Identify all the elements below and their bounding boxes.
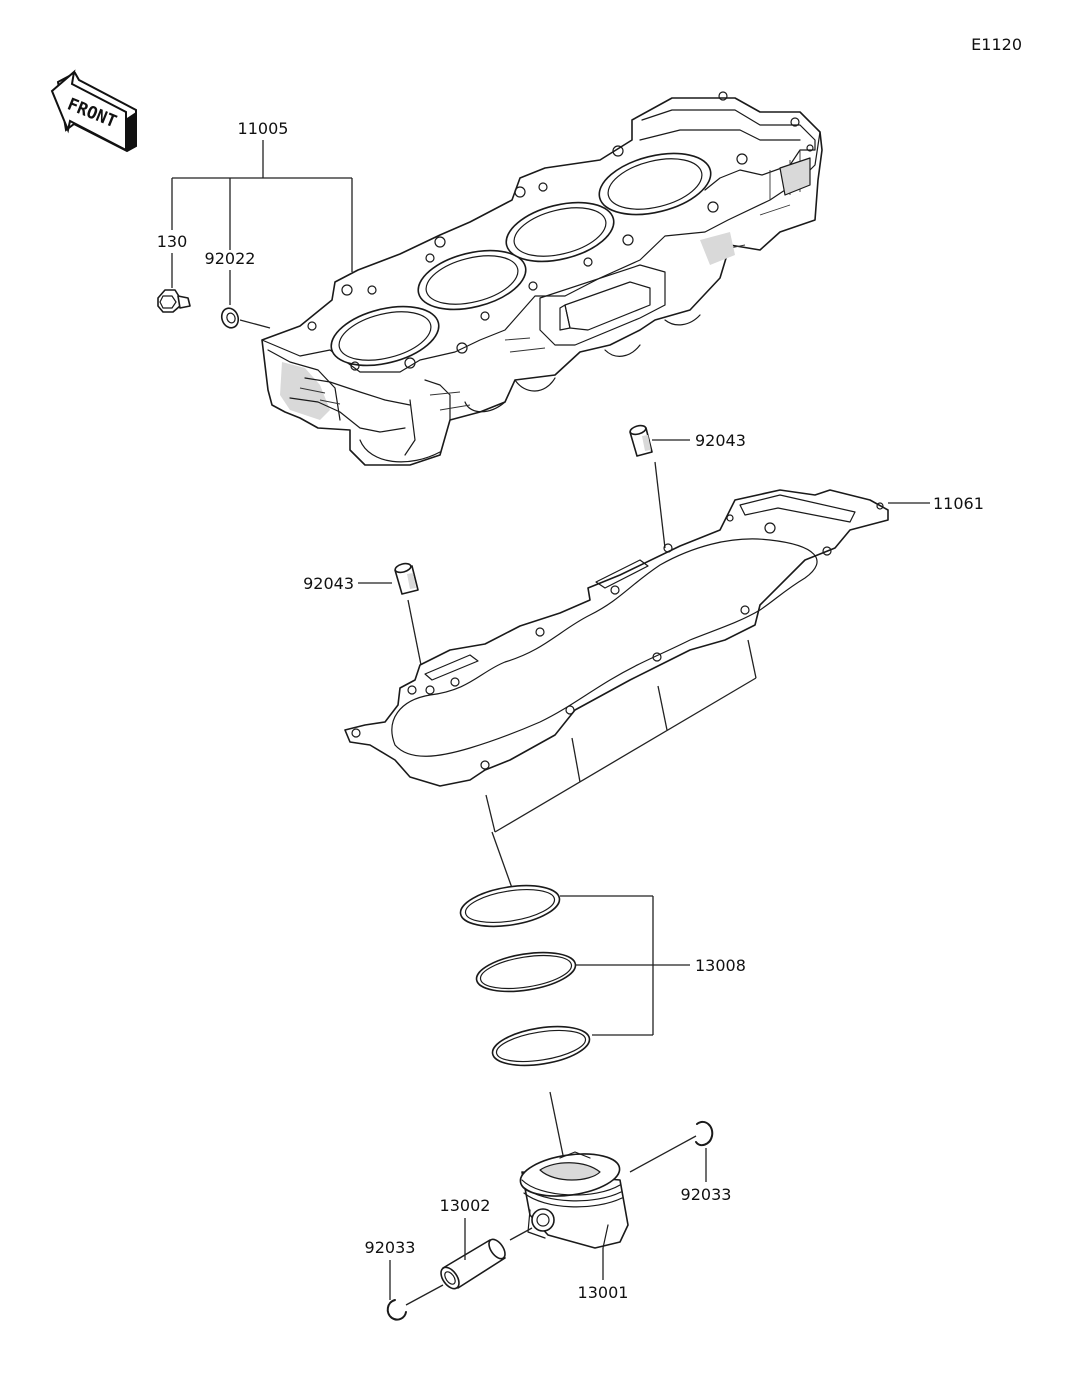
cylinder-bolt-holes: [307, 91, 814, 371]
label-rings: 13008: [695, 956, 746, 975]
cylinder-head-gasket[interactable]: [344, 489, 889, 787]
label-bolt: 130: [157, 232, 188, 251]
leader-bores-to-piston: [485, 639, 757, 889]
label-clip-right: 92033: [681, 1185, 732, 1204]
front-arrow-icon: FRONT: [50, 69, 137, 153]
washer-92022[interactable]: [219, 306, 241, 330]
piston-pin[interactable]: [437, 1237, 508, 1292]
leader-clip-right-to-piston: [629, 1135, 697, 1173]
leader-11005: [171, 140, 353, 272]
label-cylinder: 11005: [238, 119, 289, 138]
dowel-pin-left[interactable]: [394, 562, 419, 595]
leader-washer-to-cylinder: [239, 319, 271, 329]
circlip-left[interactable]: [386, 1299, 407, 1321]
label-washer: 92022: [205, 249, 256, 268]
piston-rings[interactable]: [458, 879, 593, 1071]
leader-rings-to-piston: [549, 1091, 566, 1166]
label-piston: 13001: [578, 1283, 629, 1302]
leader-clip-left-to-pin: [405, 1284, 444, 1306]
label-clip-left: 92033: [365, 1238, 416, 1257]
dowel-pin-top[interactable]: [629, 424, 653, 457]
cylinder-bores: [330, 152, 712, 367]
cylinder-block[interactable]: [261, 91, 823, 466]
bolt-130[interactable]: [157, 289, 191, 313]
label-dowel-top: 92043: [695, 431, 746, 450]
label-pin: 13002: [440, 1196, 491, 1215]
label-dowel-left: 92043: [303, 574, 354, 593]
leader-rings: [560, 895, 690, 1036]
piston[interactable]: [518, 1148, 629, 1249]
leader-dowel-top-down: [654, 461, 666, 549]
diagram-code: E1120: [971, 35, 1022, 54]
circlip-right[interactable]: [695, 1120, 714, 1147]
leader-pin-to-piston: [509, 1227, 533, 1241]
label-gasket: 11061: [933, 494, 984, 513]
